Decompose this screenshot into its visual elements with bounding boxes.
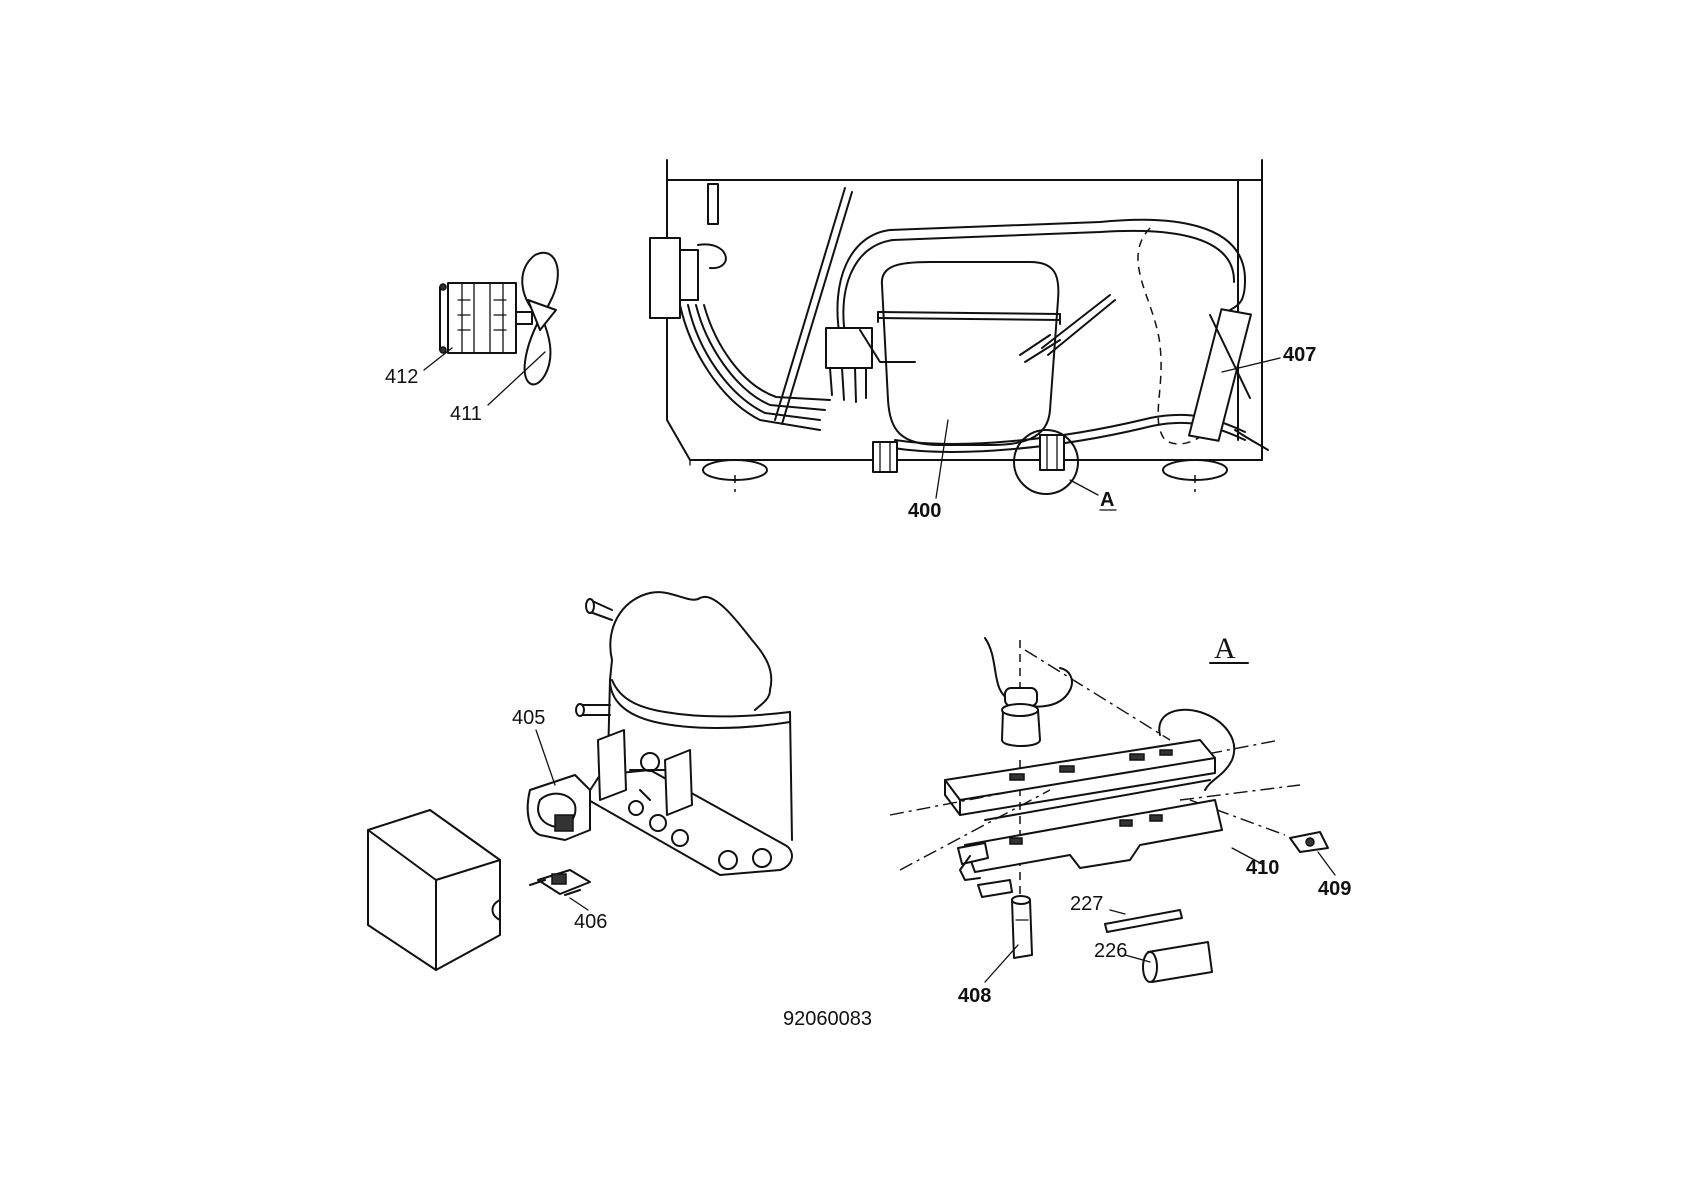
label-callout-a: A [1069,479,1117,511]
svg-text:407: 407 [1283,344,1316,366]
label-227: 227 [1070,893,1126,915]
svg-text:406: 406 [574,911,607,933]
detail-a-view [889,637,1329,983]
label-411: 411 [450,351,546,425]
label-405: 405 [512,707,556,786]
label-detail-a: A [1214,632,1236,665]
svg-text:A: A [1100,489,1114,511]
label-407: 407 [1221,344,1316,373]
compressor-detail [367,591,793,971]
drawing-number: 92060083 [783,1008,872,1030]
label-400: 400 [908,419,949,522]
svg-text:409: 409 [1318,878,1351,900]
label-406: 406 [569,897,607,933]
svg-text:408: 408 [958,985,991,1007]
label-410: 410 [1231,847,1279,879]
svg-text:226: 226 [1094,940,1127,962]
svg-text:411: 411 [450,403,482,425]
svg-text:405: 405 [512,707,545,729]
svg-text:227: 227 [1070,893,1103,915]
label-412: 412 [385,347,453,388]
label-409: 409 [1317,851,1351,900]
svg-text:412: 412 [385,366,418,388]
svg-text:410: 410 [1246,857,1279,879]
label-408: 408 [958,944,1019,1007]
cabinet-bottom-view [649,159,1269,495]
label-226: 226 [1094,940,1151,963]
svg-text:400: 400 [908,500,941,522]
fan-motor-assembly [439,251,559,386]
svg-text:A: A [1214,632,1236,665]
